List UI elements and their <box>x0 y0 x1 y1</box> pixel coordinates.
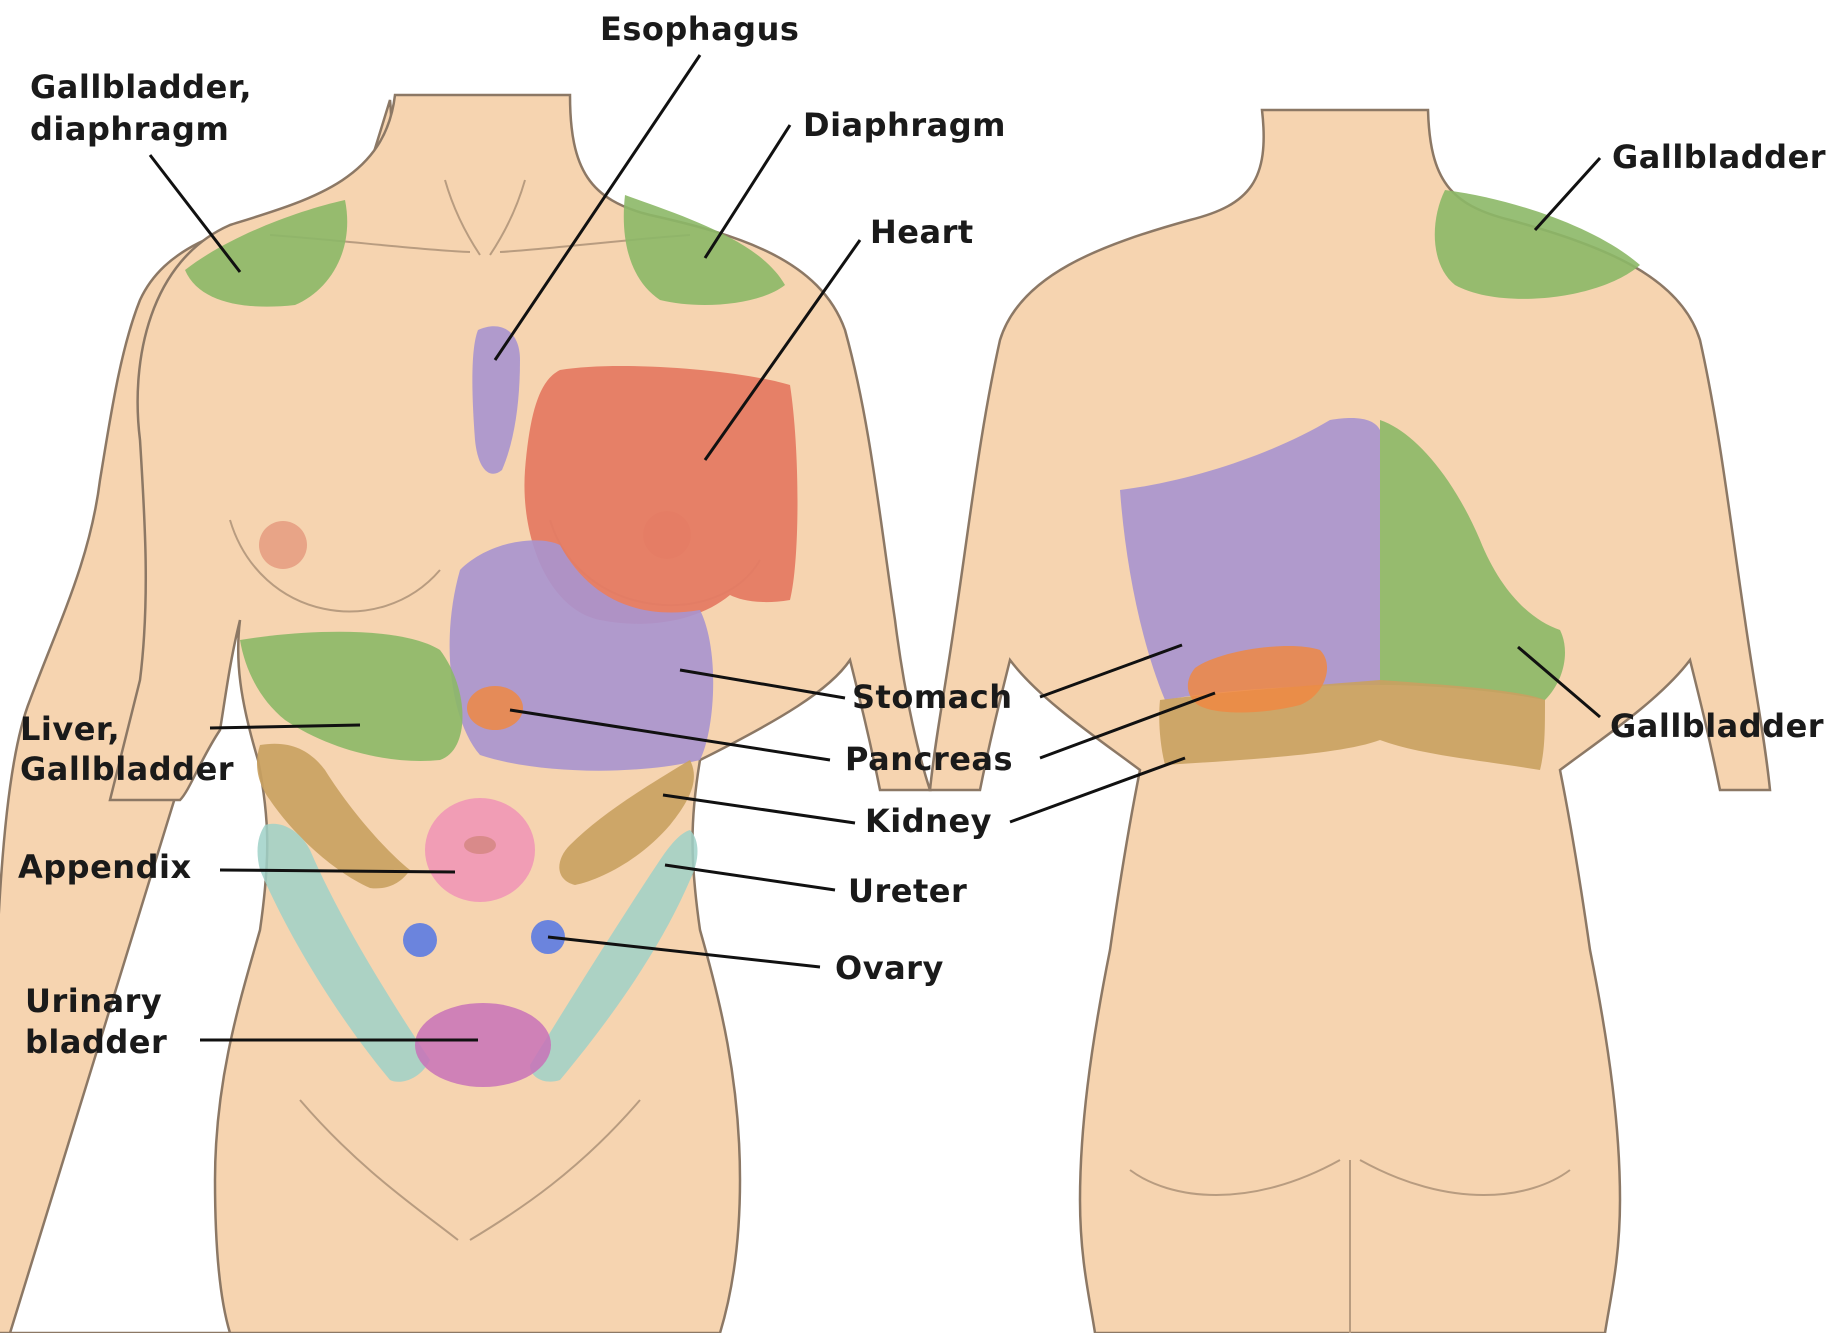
label-diaphragm: Diaphragm <box>803 106 1006 144</box>
label-ureter: Ureter <box>848 872 967 910</box>
front-navel <box>464 836 496 854</box>
label-gallbladder-back-lower: Gallbladder <box>1610 707 1824 745</box>
label-gallbladder-back-shoulder: Gallbladder <box>1612 138 1826 176</box>
label-gallbladder-diaphragm-line2: diaphragm <box>30 110 229 148</box>
label-gallbladder-diaphragm-line1: Gallbladder, <box>30 68 252 106</box>
label-ovary: Ovary <box>835 949 944 987</box>
zone-ovary-left-blue <box>403 923 437 957</box>
label-kidney: Kidney <box>865 802 992 840</box>
label-urinary-line1: Urinary <box>25 982 162 1020</box>
leader-back-gallbladder-shoulder <box>1535 158 1600 230</box>
label-pancreas: Pancreas <box>845 740 1013 778</box>
label-esophagus: Esophagus <box>600 10 799 48</box>
leader-appendix <box>220 870 455 872</box>
label-heart: Heart <box>870 213 974 251</box>
label-urinary-line2: bladder <box>25 1023 167 1061</box>
label-liver-line2: Gallbladder <box>20 750 234 788</box>
front-nipple-left <box>259 521 307 569</box>
zone-urinary-bladder-magenta <box>415 1003 551 1087</box>
label-stomach: Stomach <box>852 678 1013 716</box>
label-liver-line1: Liver, <box>20 710 120 748</box>
leader-diaphragm <box>705 125 790 258</box>
label-appendix: Appendix <box>18 848 192 886</box>
zone-pancreas-orange <box>467 686 523 730</box>
zone-back-shoulder-green <box>1435 190 1640 299</box>
